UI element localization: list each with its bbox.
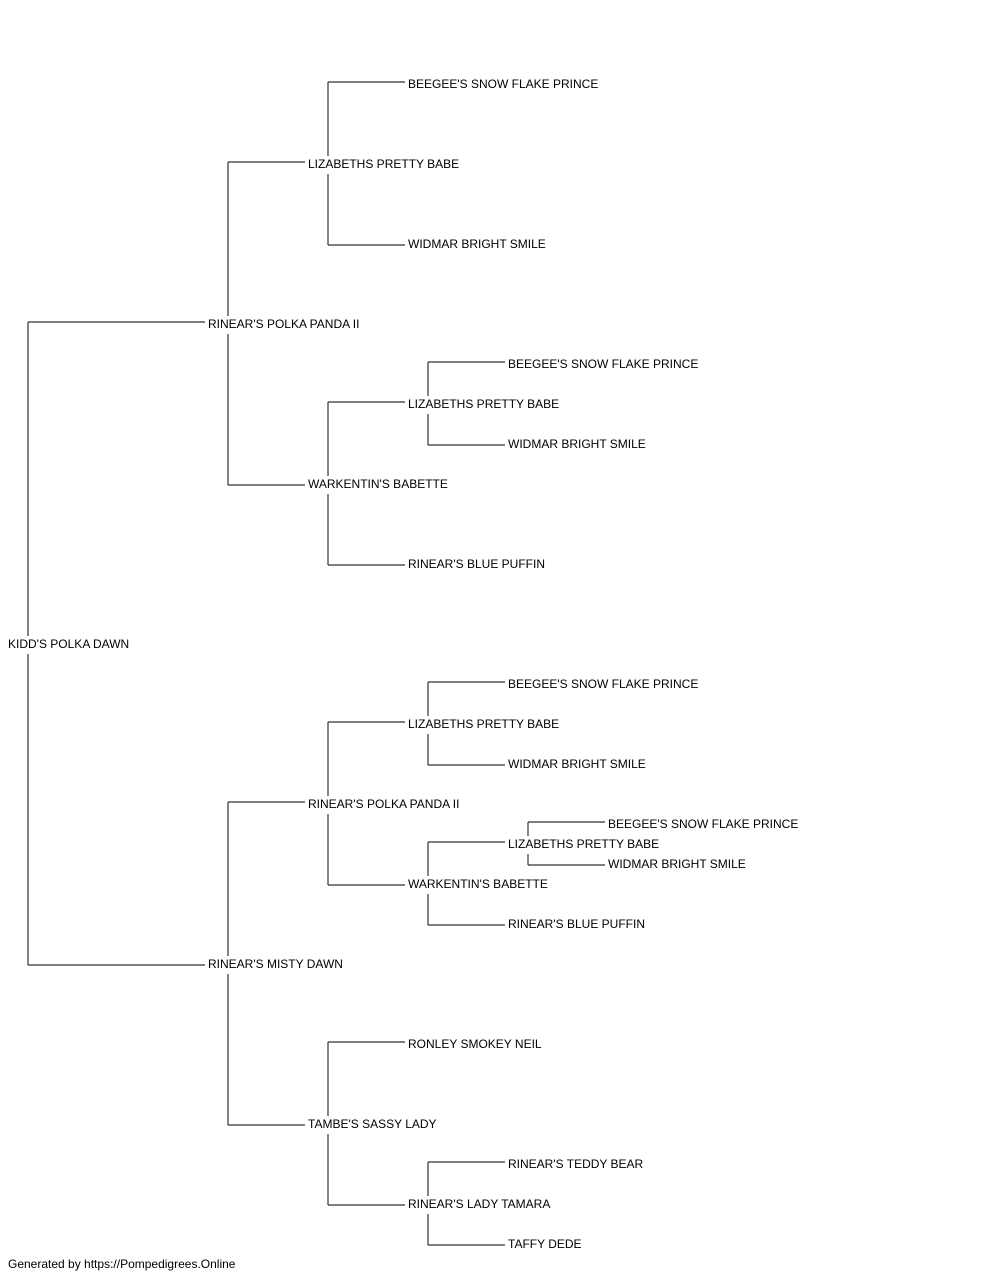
dam-dam-dam-dam-name: TAFFY DEDE <box>508 1237 582 1251</box>
dam-sire-dam-sire-dam-name: WIDMAR BRIGHT SMILE <box>608 857 746 871</box>
dam-sire-dam-name: WARKENTIN'S BABETTE <box>408 877 548 891</box>
dam-sire-sire-name: LIZABETHS PRETTY BABE <box>408 717 559 731</box>
sire-sire-dam-name: WIDMAR BRIGHT SMILE <box>408 237 546 251</box>
dam-dam-sire-name: RONLEY SMOKEY NEIL <box>408 1037 542 1051</box>
sire-dam-sire-name: LIZABETHS PRETTY BABE <box>408 397 559 411</box>
ancestor-labels: KIDD'S POLKA DAWN RINEAR'S POLKA PANDA I… <box>8 77 798 1251</box>
sire-dam-name: WARKENTIN'S BABETTE <box>308 477 448 491</box>
sire-dam-dam-name: RINEAR'S BLUE PUFFIN <box>408 557 545 571</box>
sire-sire-name: LIZABETHS PRETTY BABE <box>308 157 459 171</box>
sire-name: RINEAR'S POLKA PANDA II <box>208 317 359 331</box>
dam-dam-name: TAMBE'S SASSY LADY <box>308 1117 437 1131</box>
dam-sire-dam-dam-name: RINEAR'S BLUE PUFFIN <box>508 917 645 931</box>
dam-sire-sire-sire-name: BEEGEE'S SNOW FLAKE PRINCE <box>508 677 698 691</box>
sire-dam-sire-dam-name: WIDMAR BRIGHT SMILE <box>508 437 646 451</box>
dam-sire-dam-sire-sire-name: BEEGEE'S SNOW FLAKE PRINCE <box>608 817 798 831</box>
sire-dam-sire-sire-name: BEEGEE'S SNOW FLAKE PRINCE <box>508 357 698 371</box>
dam-sire-sire-dam-name: WIDMAR BRIGHT SMILE <box>508 757 646 771</box>
connector-lines <box>27 81 605 1246</box>
dam-dam-dam-name: RINEAR'S LADY TAMARA <box>408 1197 550 1211</box>
sire-sire-sire-name: BEEGEE'S SNOW FLAKE PRINCE <box>408 77 598 91</box>
dam-sire-name: RINEAR'S POLKA PANDA II <box>308 797 459 811</box>
generated-by-footer: Generated by https://Pompedigrees.Online <box>8 1257 236 1271</box>
dam-dam-dam-sire-name: RINEAR'S TEDDY BEAR <box>508 1157 644 1171</box>
dam-name: RINEAR'S MISTY DAWN <box>208 957 343 971</box>
dam-sire-dam-sire-name: LIZABETHS PRETTY BABE <box>508 837 659 851</box>
subject-name: KIDD'S POLKA DAWN <box>8 637 129 651</box>
